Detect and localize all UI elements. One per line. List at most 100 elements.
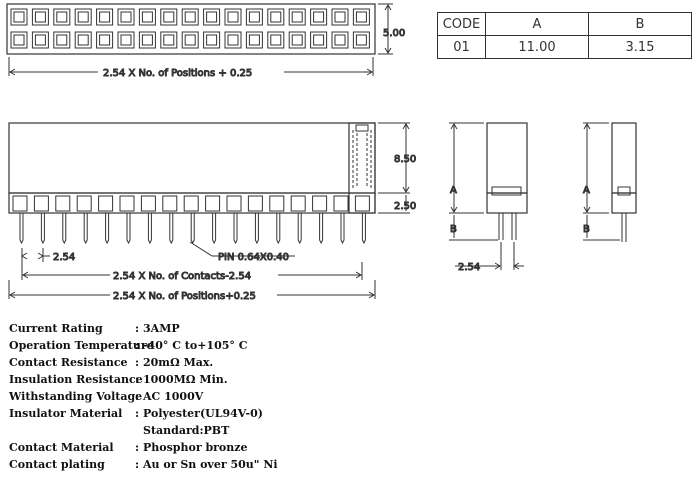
contact-pin — [190, 213, 195, 245]
socket-cell-outer — [138, 8, 156, 26]
socket-cell-inner — [313, 34, 325, 46]
spec-separator: : — [135, 441, 140, 454]
spec-label: Current Rating — [9, 322, 103, 335]
socket-cell-inner — [334, 34, 346, 46]
spec-separator: : — [135, 390, 140, 403]
socket-cell-inner — [334, 11, 346, 23]
spec-label: Contact Resistance — [9, 356, 128, 369]
spec-value: Au or Sn over 50u" Ni — [143, 458, 278, 471]
spec-row: Standard:PBT — [9, 422, 278, 439]
socket-cell-inner — [77, 11, 89, 23]
base-slot — [162, 195, 178, 212]
contact-pin — [361, 213, 366, 245]
spec-separator: : — [135, 373, 140, 386]
socket-cell-outer — [10, 31, 28, 49]
socket-cell-inner — [248, 34, 260, 46]
socket-cell-outer — [160, 31, 178, 49]
header-code: CODE — [437, 12, 486, 36]
side-left-label-a: A — [450, 185, 457, 196]
dim-pin-size: PIN 0.64X0.40 — [218, 252, 289, 263]
contact-pin — [169, 213, 174, 245]
base-slot — [140, 195, 156, 212]
contact-pin — [62, 213, 67, 245]
base-slot — [119, 195, 135, 212]
spec-row: Operation Temperature:-40° C to+105° C — [9, 337, 278, 354]
socket-cell-outer — [331, 8, 349, 26]
side-left-label-b: B — [450, 224, 457, 235]
spec-row: Current Rating:3AMP — [9, 320, 278, 337]
socket-cell-outer — [181, 8, 199, 26]
spec-row: Withstanding Voltage:AC 1000V — [9, 388, 278, 405]
spec-label: Insulator Material — [9, 407, 123, 420]
contact-pin — [276, 213, 281, 245]
socket-cell-outer — [117, 8, 135, 26]
spec-value: 3AMP — [143, 322, 180, 335]
contact-pin — [19, 213, 24, 245]
socket-cell-inner — [56, 11, 68, 23]
side-right-label-a: A — [583, 185, 590, 196]
header-a: A — [485, 12, 589, 36]
spec-separator: : — [135, 458, 140, 471]
socket-cell-inner — [13, 34, 25, 46]
spec-row: Insulator Material:Polyester(UL94V-0) — [9, 405, 278, 422]
socket-cell-outer — [267, 8, 285, 26]
dim-height-lower: 2.50 — [394, 201, 416, 212]
dim-contacts-length: 2.54 X No. of Contacts-2.54 — [113, 271, 251, 282]
socket-cell-outer — [245, 8, 263, 26]
socket-cell-outer — [267, 31, 285, 49]
contact-pin — [319, 213, 324, 245]
socket-cell-outer — [352, 8, 370, 26]
socket-cell-outer — [224, 8, 242, 26]
spec-label: Contact plating — [9, 458, 105, 471]
socket-cell-inner — [120, 11, 132, 23]
spec-value: Phosphor bronze — [143, 441, 248, 454]
spec-label: Insulation Resistance — [9, 373, 143, 386]
front-view: 8.50 2.50 2.54 PIN 0.64X0.40 2.54 X No. … — [8, 122, 417, 303]
socket-cell-outer — [288, 8, 306, 26]
socket-cell-inner — [13, 11, 25, 23]
socket-cell-inner — [163, 34, 175, 46]
contact-pin — [254, 213, 259, 245]
socket-cell-inner — [355, 11, 367, 23]
socket-cell-inner — [141, 34, 153, 46]
socket-cell-inner — [206, 34, 218, 46]
socket-cell-inner — [270, 11, 282, 23]
spec-label: Operation Temperature — [9, 339, 154, 352]
socket-cell-outer — [74, 31, 92, 49]
socket-cell-outer — [224, 31, 242, 49]
contact-pin — [297, 213, 302, 245]
socket-cell-inner — [206, 11, 218, 23]
side-view-right: A B — [583, 122, 637, 242]
spec-value: -40° C to+105° C — [143, 339, 248, 352]
dim-positions-length: 2.54 X No. of Positions+0.25 — [113, 291, 256, 302]
contact-pin — [340, 213, 345, 245]
dim-top-length: 2.54 X No. of Positions + 0.25 — [103, 68, 252, 79]
top-view-cells — [10, 8, 370, 49]
spec-value: Standard:PBT — [143, 424, 230, 437]
socket-cell-outer — [310, 31, 328, 49]
dim-height-top: 5.00 — [383, 28, 405, 39]
top-view: 5.00 2.54 X No. of Positions + 0.25 — [6, 3, 406, 80]
socket-cell-inner — [99, 34, 111, 46]
socket-cell-outer — [138, 31, 156, 49]
base-slot — [183, 195, 199, 212]
front-view-slots — [12, 195, 370, 212]
code-table-header: CODE A B — [437, 12, 692, 36]
spec-row: Contact plating:Au or Sn over 50u" Ni — [9, 456, 278, 473]
spec-separator: : — [135, 407, 140, 420]
spec-separator: : — [135, 322, 140, 335]
socket-cell-inner — [270, 34, 282, 46]
front-view-pins — [19, 213, 366, 245]
socket-cell-inner — [77, 34, 89, 46]
socket-cell-outer — [74, 8, 92, 26]
socket-cell-outer — [288, 31, 306, 49]
side-pitch: 2.54 — [458, 262, 480, 273]
socket-cell-outer — [310, 8, 328, 26]
socket-cell-inner — [34, 11, 46, 23]
contact-pin — [147, 213, 152, 245]
cell-code: 01 — [437, 35, 486, 59]
contact-pin — [233, 213, 238, 245]
base-slot — [333, 195, 349, 212]
socket-cell-outer — [160, 8, 178, 26]
spec-label: Withstanding Voltage — [9, 390, 143, 403]
